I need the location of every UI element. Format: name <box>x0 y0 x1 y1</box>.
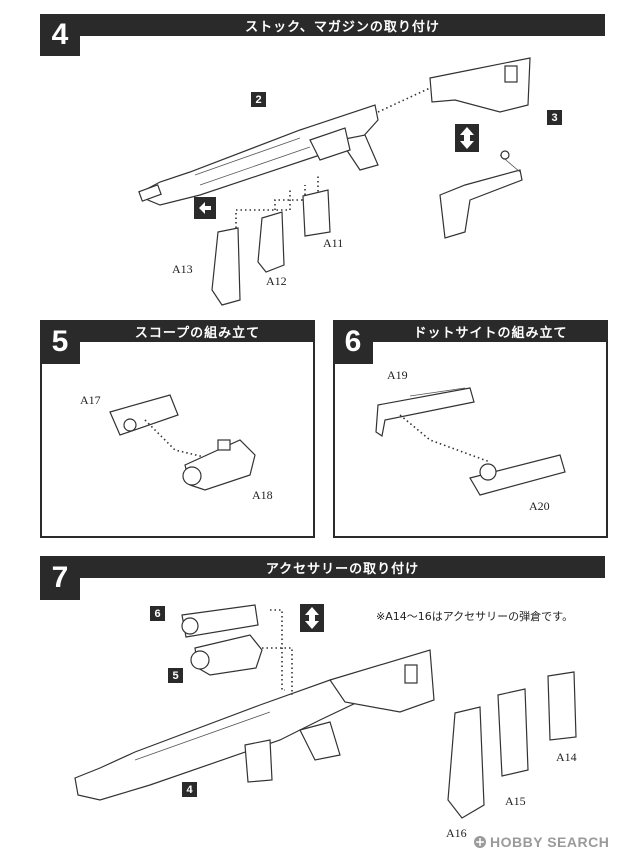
step4-number: 4 <box>40 14 80 56</box>
accessory-note: ※A14〜16はアクセサリーの弾倉です。 <box>376 610 574 623</box>
step7-title: アクセサリーの取り付け <box>80 556 605 578</box>
label-a16: A16 <box>446 826 467 840</box>
step4-ref-2: 2 <box>251 92 266 107</box>
step6-dot-sight-a20 <box>469 454 566 496</box>
step7-ref-6: 6 <box>150 606 165 621</box>
step6-rail-a19 <box>375 387 475 438</box>
step4-stock-upper <box>429 57 531 113</box>
step4-magazine-a13 <box>211 227 241 306</box>
label-a17: A17 <box>80 393 101 407</box>
step5-number: 5 <box>40 320 80 364</box>
step7-ref-4: 4 <box>182 782 197 797</box>
step6-title: ドットサイトの組み立て <box>373 320 608 342</box>
step7-slide-down-arrow-icon <box>300 604 324 632</box>
step5-scope-mount-a17 <box>109 394 179 436</box>
step7-magazine-a14 <box>547 671 577 741</box>
step6-panel <box>333 320 608 538</box>
label-a13: A13 <box>172 262 193 276</box>
step7-magazine-a16 <box>447 706 485 819</box>
label-a14: A14 <box>556 750 577 764</box>
step7-number: 7 <box>40 556 80 600</box>
step5-panel <box>40 320 315 538</box>
step6-number: 6 <box>333 320 373 364</box>
step4-title: ストック、マガジンの取り付け <box>80 14 605 36</box>
watermark: HOBBY SEARCH <box>490 834 610 850</box>
step7-ref-5: 5 <box>168 668 183 683</box>
hobby-search-logo-icon <box>474 836 486 848</box>
step4-magazine-a12 <box>257 211 285 273</box>
step4-fold-arrow-icon <box>455 124 479 152</box>
step7-rifle-body <box>74 649 435 801</box>
step4-stock-folded <box>439 150 523 239</box>
step7-dot-sight <box>181 604 259 638</box>
label-a20: A20 <box>529 499 550 513</box>
step7-magazine-installed <box>244 739 273 783</box>
step5-scope-a18 <box>182 439 256 491</box>
label-a15: A15 <box>505 794 526 808</box>
label-a18: A18 <box>252 488 273 502</box>
label-a19: A19 <box>387 368 408 382</box>
step7-magazine-a15 <box>497 688 529 777</box>
label-a12: A12 <box>266 274 287 288</box>
step4-magazine-a11 <box>302 189 331 237</box>
label-a11: A11 <box>323 236 344 250</box>
step5-title: スコープの組み立て <box>80 320 315 342</box>
step4-slide-arrow-icon <box>194 197 216 219</box>
step4-rifle-body <box>138 104 379 206</box>
step7-scope <box>190 634 263 676</box>
step4-ref-3: 3 <box>547 110 562 125</box>
